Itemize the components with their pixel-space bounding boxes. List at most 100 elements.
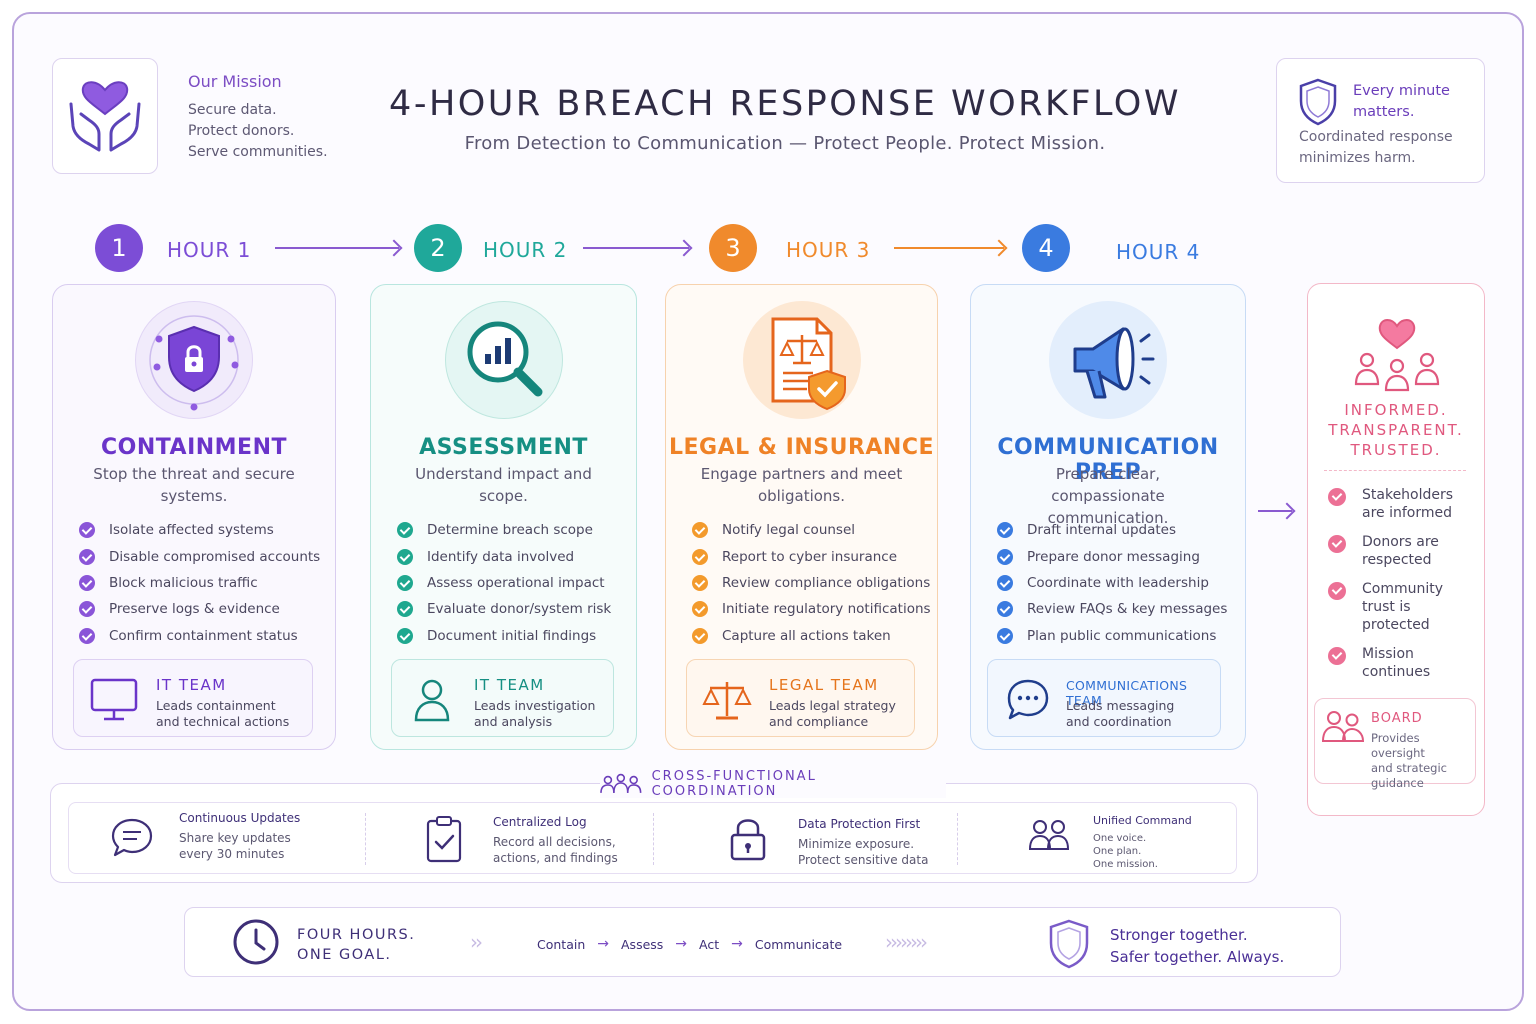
check-icon xyxy=(1328,582,1346,600)
checklist-item: Document initial findings xyxy=(397,623,611,649)
people-icon xyxy=(1321,711,1365,742)
mission-icon-box xyxy=(52,58,158,174)
phase-description: Engage partners and meet obligations. xyxy=(700,465,903,505)
assessment-icon-circle xyxy=(444,301,563,419)
check-icon xyxy=(79,574,95,591)
hour-arrow-1 xyxy=(275,247,399,249)
outcome-card: INFORMED. TRANSPARENT. TRUSTED. Stakehol… xyxy=(1307,283,1485,816)
checklist-item: Evaluate donor/system risk xyxy=(397,596,611,622)
check-icon xyxy=(1328,488,1346,506)
communication-icon-circle xyxy=(1049,301,1167,419)
team-title: LEGAL TEAM xyxy=(769,676,879,694)
checklist-item: Block malicious traffic xyxy=(79,570,320,596)
coordination-label-text: CROSS-FUNCTIONAL COORDINATION xyxy=(651,769,817,799)
check-icon xyxy=(692,522,708,539)
phase-card-communication: COMMUNICATION PREP Prepare clear, compas… xyxy=(970,284,1246,750)
outcome-heading: INFORMED. TRANSPARENT. TRUSTED. xyxy=(1328,401,1464,459)
check-icon xyxy=(997,574,1013,591)
outcome-divider xyxy=(1324,470,1466,471)
coordination-label: CROSS-FUNCTIONAL COORDINATION xyxy=(600,769,946,799)
phase-title: LEGAL & INSURANCE xyxy=(668,435,934,460)
check-icon xyxy=(997,627,1013,644)
checklist-item: Confirm containment status xyxy=(79,623,320,649)
team-title: IT TEAM xyxy=(156,676,227,694)
magnifier-chart-icon xyxy=(467,321,542,397)
containment-icon-circle xyxy=(135,301,253,419)
coordination-item: Data Protection First Minimize exposure.… xyxy=(653,803,957,875)
coordination-item-desc: One voice.One plan.One mission. xyxy=(1093,833,1158,870)
coordination-item-title: Centralized Log xyxy=(493,815,587,829)
mission-line: Secure data. xyxy=(188,102,277,118)
check-icon xyxy=(397,627,413,644)
legal-icon-circle xyxy=(742,301,861,419)
footer-slogan: Stronger together. Safer together. Alway… xyxy=(1110,926,1285,966)
checklist-item: Review FAQs & key messages xyxy=(997,596,1227,622)
check-icon xyxy=(1328,647,1346,665)
megaphone-icon xyxy=(1073,327,1155,399)
phase-checklist: Draft internal updates Prepare donor mes… xyxy=(997,517,1227,649)
hour-label-3: HOUR 3 xyxy=(786,238,871,262)
arrow-right-icon: → xyxy=(731,936,743,952)
hour-arrow-3 xyxy=(894,247,1004,249)
phase-description: Stop the threat and secure systems. xyxy=(93,465,295,505)
people-icon xyxy=(1029,820,1069,850)
checklist-item: Plan public communications xyxy=(997,623,1227,649)
check-icon xyxy=(79,627,95,644)
arrow-right-icon: → xyxy=(597,936,609,952)
phase-description: Prepare clear, compassionate communicati… xyxy=(1047,465,1169,527)
checklist-item: Isolate affected systems xyxy=(79,517,320,543)
checklist-item: Review compliance obligations xyxy=(692,570,931,596)
coordination-item-title: Continuous Updates xyxy=(179,811,301,825)
arrow-right-icon: → xyxy=(675,936,688,952)
check-icon xyxy=(397,522,413,539)
check-icon xyxy=(79,601,95,618)
phase-title: ASSESSMENT xyxy=(419,435,588,460)
heart-hands-icon xyxy=(69,81,141,152)
phase-card-assessment: ASSESSMENT Understand impact and scope. … xyxy=(370,284,637,750)
group-icon xyxy=(600,773,642,793)
phase-card-containment: CONTAINMENT Stop the threat and secure s… xyxy=(52,284,336,750)
footer-banner: FOUR HOURS. ONE GOAL. ›› Contain → Asses… xyxy=(184,907,1341,977)
check-icon xyxy=(692,601,708,618)
chat-icon xyxy=(111,818,153,857)
checklist-item: Draft internal updates xyxy=(997,517,1227,543)
shield-icon xyxy=(1049,919,1089,969)
coordination-divider xyxy=(653,813,654,865)
scales-icon xyxy=(702,682,752,720)
hour-arrow-2 xyxy=(583,247,689,249)
hour-label-1: HOUR 1 xyxy=(167,238,252,262)
check-icon xyxy=(997,548,1013,565)
legal-document-icon xyxy=(771,317,846,411)
checklist-item: Determine breach scope xyxy=(397,517,611,543)
hour-label-2: HOUR 2 xyxy=(483,238,568,262)
mission-line: Protect donors. xyxy=(188,123,295,139)
checklist-item: Assess operational impact xyxy=(397,570,611,596)
team-title: IT TEAM xyxy=(474,676,545,694)
phase-checklist: Isolate affected systems Disable comprom… xyxy=(79,517,320,649)
check-icon xyxy=(397,548,413,565)
phase-title: COMMUNICATION PREP xyxy=(997,435,1219,485)
coordination-item-title: Data Protection First xyxy=(798,817,921,831)
checklist-item: Disable compromised accounts xyxy=(79,543,320,569)
phase-card-legal: LEGAL & INSURANCE Engage partners and me… xyxy=(665,284,938,750)
page-subtitle: From Detection to Communication — Protec… xyxy=(464,133,1106,154)
minute-callout: Every minute matters. Coordinated respon… xyxy=(1276,58,1485,183)
coordination-item-desc: Minimize exposure.Protect sensitive data xyxy=(798,837,929,867)
flow-step: Assess xyxy=(621,936,664,952)
checklist-item: Initiate regulatory notifications xyxy=(692,596,931,622)
phase-checklist: Determine breach scope Identify data inv… xyxy=(397,517,611,649)
coordination-item-desc: Record all decisions,actions, and findin… xyxy=(493,835,618,865)
team-title: COMMUNICATIONS TEAM xyxy=(1066,678,1188,708)
